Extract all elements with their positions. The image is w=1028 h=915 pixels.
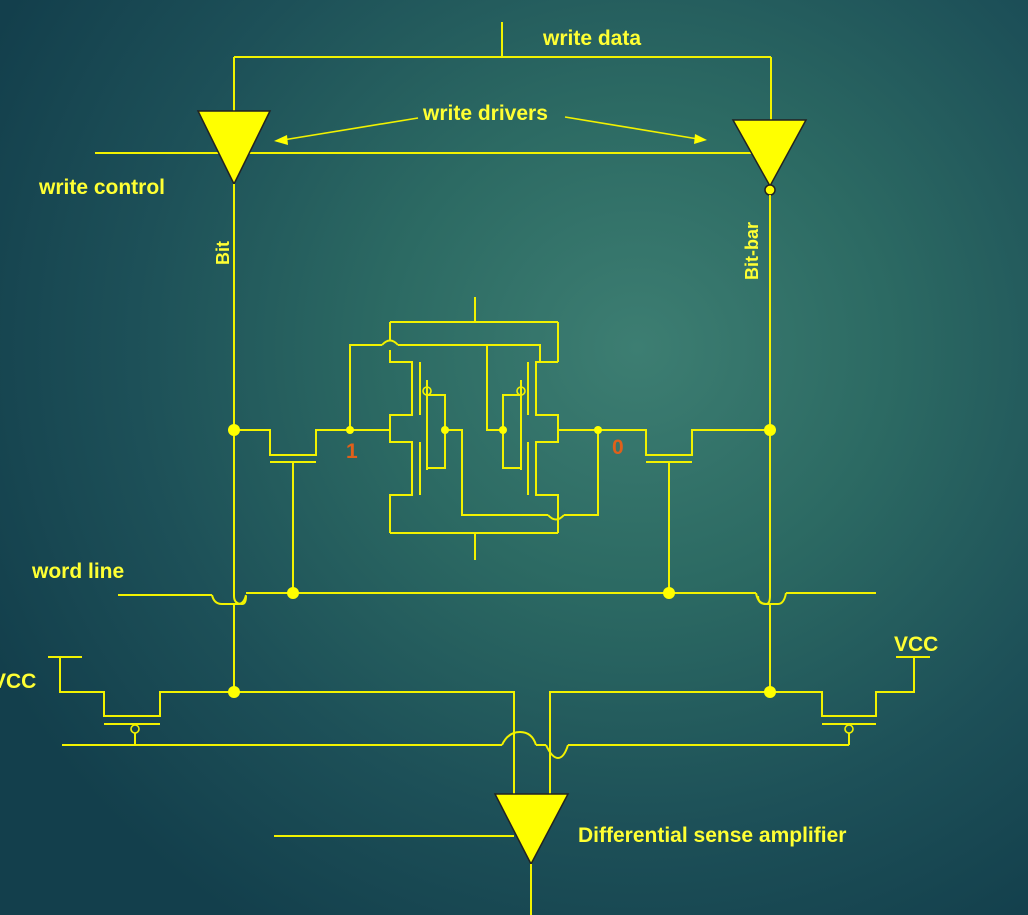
pullup-transistor-left — [48, 656, 234, 745]
node-value-one: 1 — [346, 440, 358, 463]
word-line-label: word line — [31, 560, 124, 583]
word-line — [118, 592, 876, 605]
write-driver-right-inverter-bubble — [764, 184, 776, 196]
write-data-label: write data — [542, 27, 641, 50]
node-value-zero: 0 — [612, 436, 624, 459]
bit-line — [233, 184, 247, 692]
write-drivers-arrows — [274, 116, 707, 145]
write-drivers-label: write drivers — [422, 102, 548, 125]
write-driver-left — [196, 110, 272, 186]
sense-amp-inputs — [234, 691, 770, 795]
bit-label: Bit — [213, 241, 233, 265]
junction-dots — [228, 424, 776, 698]
write-data-bus — [233, 22, 772, 121]
access-transistor-right — [598, 429, 770, 593]
precharge-control-line — [62, 730, 849, 760]
differential-sense-amplifier — [493, 793, 570, 866]
bit-bar-label: Bit-bar — [742, 222, 762, 280]
sense-amplifier-label: Differential sense amplifier — [578, 824, 846, 847]
write-control-label: write control — [38, 176, 165, 199]
vcc-right-label: VCC — [894, 633, 938, 656]
write-driver-right — [731, 119, 808, 188]
vcc-left-label: VCC — [0, 670, 36, 693]
access-transistor-left — [234, 429, 350, 593]
pullup-transistor-right — [770, 656, 930, 745]
cross-coupled-inverters — [349, 297, 599, 560]
